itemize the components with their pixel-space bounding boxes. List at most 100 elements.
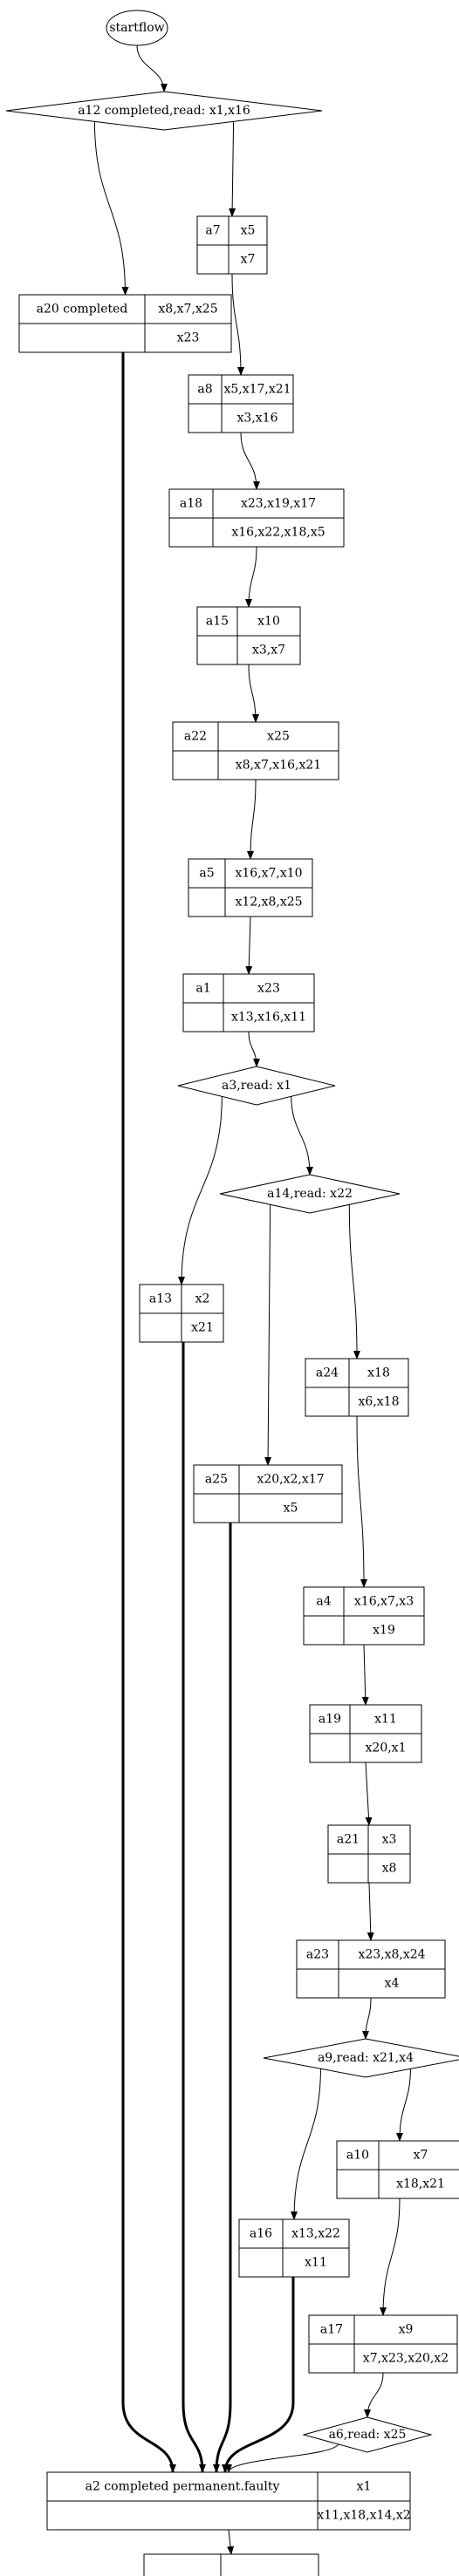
a20-name: a20 completed [37, 303, 128, 317]
node-a13: a13 x2 x21 [139, 1284, 224, 1343]
edge-a2-endflow [227, 2529, 235, 2555]
a17-top: x9 [399, 2323, 414, 2337]
a15-bottom: x3,x7 [252, 644, 285, 658]
a8-top: x5,x17,x21 [223, 383, 291, 397]
a18-bottom: x16,x22,x18,x5 [231, 526, 325, 540]
a22-top: x25 [267, 730, 290, 744]
a17-name: a17 [320, 2323, 343, 2337]
edge-a18-a15 [245, 546, 257, 608]
edge-d_a6-a2 [225, 2442, 340, 2473]
a21-top: x3 [382, 1833, 397, 1847]
d_a9-label: a9,read: x21,x4 [318, 2051, 414, 2065]
node-a10: a10 x7 x18,x21 [336, 2140, 459, 2199]
a25-name: a25 [205, 1473, 228, 1487]
a17-bottom: x7,x23,x20,x2 [363, 2352, 449, 2366]
d_a14-diamond [219, 1174, 401, 1214]
edge-a15-a22 [248, 664, 259, 723]
a1-top: x23 [257, 982, 280, 996]
d_a12-diamond [5, 91, 323, 131]
node-a22: a22 x25 x8,x7,x16,x21 [172, 721, 339, 780]
a10-top: x7 [414, 2149, 428, 2163]
edge-a16-a2 [222, 2277, 295, 2473]
a24-bottom: x6,x18 [359, 1395, 400, 1409]
d_a3-label: a3,read: x1 [222, 1079, 291, 1093]
a21-name: a21 [337, 1833, 360, 1847]
node-a21: a21 x3 x8 [327, 1824, 411, 1884]
edge-d_a9-a10 [396, 2066, 411, 2142]
node-a20: a20 completed x8,x7,x25 x23 [18, 294, 232, 353]
edge-a8-a18 [240, 432, 260, 490]
edge-a17-d_a6 [364, 2372, 384, 2418]
a16-bottom: x11 [305, 2256, 327, 2270]
edge-d_a14-a24 [348, 1202, 360, 1360]
a5-top: x16,x7,x10 [235, 867, 302, 881]
a20-bottom: x23 [177, 331, 200, 345]
a23-top: x23,x8,x24 [358, 1948, 425, 1962]
a1-name: a1 [195, 982, 210, 996]
a7-bottom: x7 [241, 253, 256, 267]
a1-bottom: x13,x16,x11 [231, 1011, 306, 1025]
a19-bottom: x20,x1 [366, 1741, 407, 1755]
a4-top: x16,x7,x3 [354, 1595, 414, 1609]
a10-bottom: x18,x21 [396, 2177, 445, 2191]
edge-a23-d_a9 [362, 1997, 372, 2040]
edge-d_a3-a13 [178, 1094, 223, 1285]
a2-bottom: x11,x18,x14,x2 [317, 2509, 410, 2523]
d_a12-label: a12 completed,read: x1,x16 [78, 104, 250, 118]
a22-name: a22 [184, 730, 207, 744]
a13-bottom: x21 [191, 1321, 214, 1335]
d_a6-label: a6,read: x25 [329, 2428, 407, 2442]
a2-name: a2 completed permanent.faulty [86, 2480, 280, 2494]
d_a3-diamond [177, 1066, 336, 1106]
edge-a5-a1 [245, 916, 253, 975]
a13-top: x2 [195, 1292, 210, 1306]
edge-d_a9-a16 [291, 2066, 322, 2220]
edge-d_a14-a25 [264, 1202, 272, 1466]
a2-top: x1 [357, 2480, 372, 2494]
edges-layer [93, 44, 411, 2555]
a20-top: x8,x7,x25 [158, 303, 217, 317]
a18-top: x23,x19,x17 [241, 497, 316, 511]
node-a8: a8 x5,x17,x21 x3,x16 [188, 374, 294, 433]
a19-name: a19 [319, 1713, 341, 1727]
a8-bottom: x3,x16 [237, 412, 278, 426]
node-startflow: startflow [106, 10, 168, 46]
a22-bottom: x8,x7,x16,x21 [236, 759, 321, 773]
a15-top: x10 [257, 615, 280, 629]
edge-a19-a21 [365, 1762, 373, 1826]
edge-a25-a2 [213, 1523, 232, 2473]
node-a19: a19 x11 x20,x1 [309, 1704, 422, 1763]
a4-bottom: x19 [373, 1624, 395, 1638]
edge-a7-a8 [231, 273, 244, 376]
a21-bottom: x8 [382, 1862, 397, 1876]
d_a14-label: a14,read: x22 [267, 1187, 353, 1201]
a25-top: x20,x2,x17 [257, 1473, 324, 1487]
edge-a1-d_a3 [248, 1031, 260, 1067]
edge-a24-a4 [356, 1415, 367, 1588]
a5-bottom: x12,x8,x25 [235, 896, 302, 910]
a13-name: a13 [149, 1292, 172, 1306]
a8-name: a8 [197, 383, 212, 397]
edge-a4-a19 [361, 1644, 369, 1706]
a18-name: a18 [180, 497, 202, 511]
node-d_a14: a14,read: x22 [219, 1174, 401, 1214]
a10-name: a10 [346, 2149, 369, 2163]
d_a9-diamond [263, 2038, 459, 2078]
a24-top: x18 [367, 1366, 390, 1380]
a7-name: a7 [205, 224, 220, 238]
node-a7: a7 x5 x7 [196, 215, 268, 275]
node-d_a3: a3,read: x1 [177, 1066, 336, 1106]
edge-d_a3-d_a14 [291, 1094, 313, 1176]
a7-top: x5 [241, 224, 256, 238]
node-a2: a2 completed permanent.faulty x1 x11,x18,x… [46, 2471, 411, 2531]
a19-top: x11 [374, 1713, 397, 1727]
startflow-ellipse [106, 10, 168, 46]
